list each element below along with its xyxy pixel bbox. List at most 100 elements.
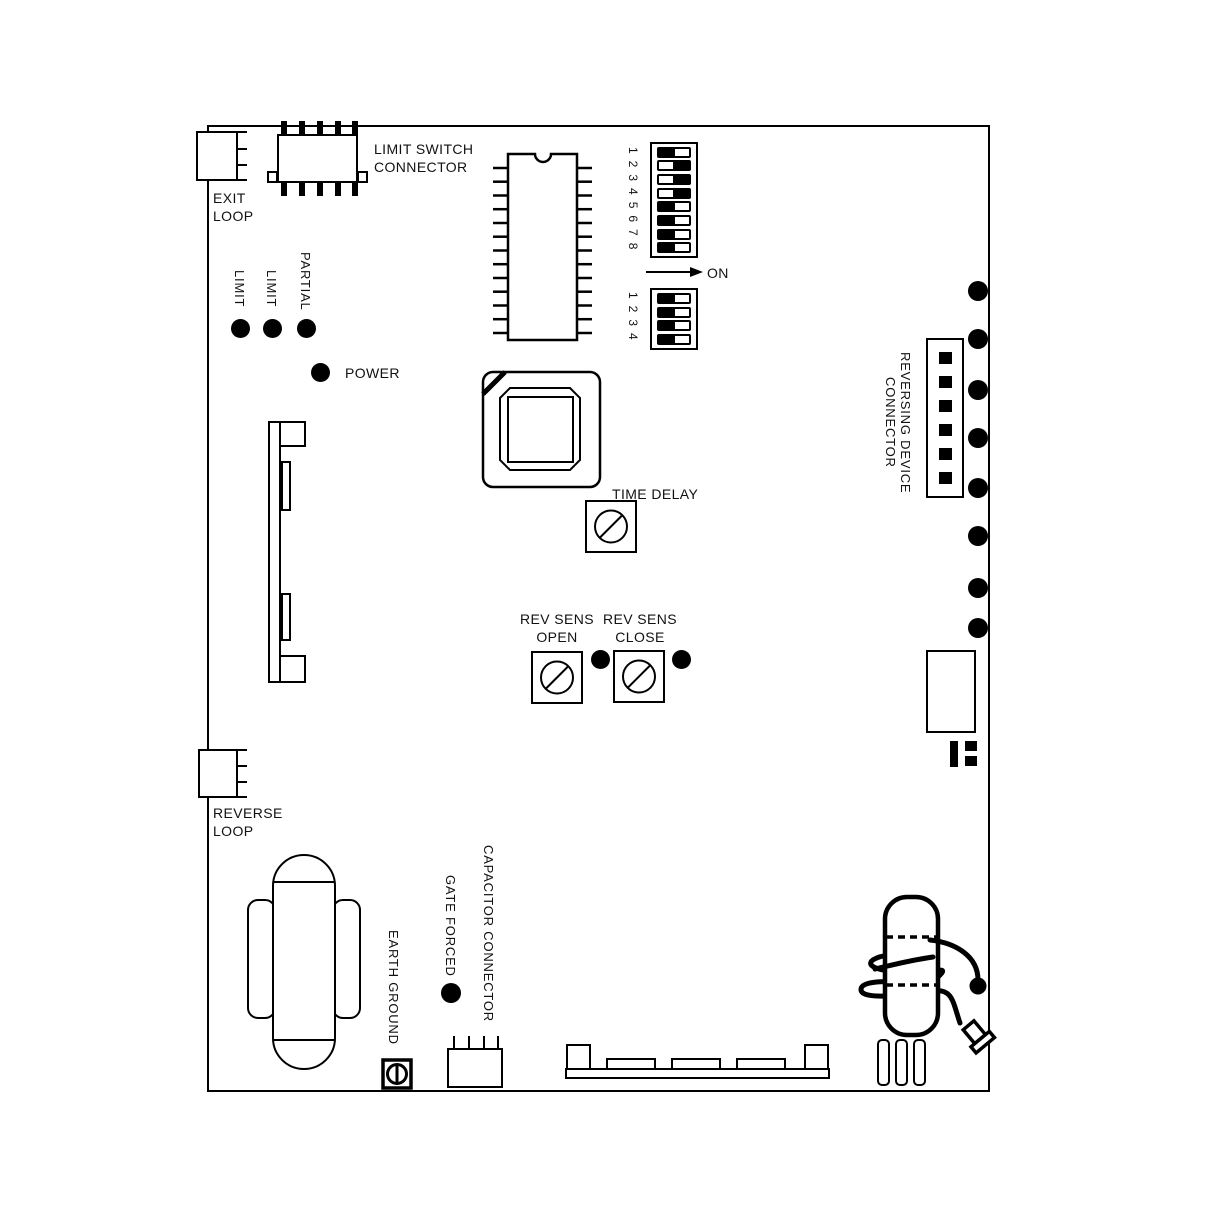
- jumper-pad: [965, 756, 977, 766]
- time-delay-label: TIME DELAY: [612, 486, 699, 502]
- rev-sens-close-led: [672, 650, 691, 669]
- dip-switch-toggle: [657, 320, 691, 332]
- connector-pin: [317, 183, 323, 196]
- reversing-device-connector-label: REVERSING DEVICE CONNECTOR: [883, 351, 913, 494]
- connector-pin: [352, 183, 358, 196]
- ic-chip: [493, 152, 592, 342]
- edge-pad: [968, 526, 988, 546]
- connector-tick: [238, 796, 247, 798]
- connector-pin: [468, 1036, 470, 1049]
- dip-switch-4: [650, 288, 698, 350]
- spade-plug: [960, 1018, 997, 1056]
- reverse-loop-label: REVERSE LOOP: [213, 805, 283, 839]
- gate-forced-led: [441, 983, 461, 1003]
- dip-switch-toggle: [657, 146, 691, 158]
- time-delay-pot: [585, 500, 637, 553]
- reverse-loop-connector: [198, 749, 238, 798]
- partial-led: [297, 319, 316, 338]
- connector-tick: [238, 164, 247, 166]
- connector-tick: [238, 765, 247, 767]
- connector-tick: [238, 179, 247, 181]
- earth-ground-icon: [381, 1058, 413, 1090]
- edge-pad: [968, 281, 988, 301]
- connector-pin: [299, 183, 305, 196]
- dip-switch-8: [650, 142, 698, 258]
- partial-led-label: PARTIAL: [298, 252, 313, 311]
- dip8-numbers: 12345678: [626, 147, 640, 257]
- terminal-strip: [565, 1068, 830, 1079]
- capacitor-with-wires: [858, 894, 997, 1056]
- connector-pin: [453, 1036, 455, 1049]
- fuse-bar: [913, 1039, 926, 1086]
- heatsink: [268, 421, 306, 683]
- connector-contact: [938, 376, 952, 388]
- earth-ground-label: EARTH GROUND: [386, 930, 401, 1045]
- connector-contact: [938, 472, 952, 484]
- transformer: [247, 854, 361, 1070]
- connector-tick: [238, 148, 247, 150]
- limit-led-label: LIMIT: [232, 270, 247, 308]
- limit-led-label: LIMIT: [264, 270, 279, 308]
- connector-tick: [238, 781, 247, 783]
- connector-pin: [335, 183, 341, 196]
- exit-loop-connector: [196, 131, 238, 181]
- edge-pad: [968, 478, 988, 498]
- rev-sens-open-led: [591, 650, 610, 669]
- wire-ball-terminal: [969, 977, 987, 995]
- on-arrow-icon: [646, 267, 703, 277]
- rev-sens-close-label: REV SENS CLOSE: [603, 611, 677, 645]
- connector-contact: [938, 448, 952, 460]
- edge-pad: [968, 329, 988, 349]
- fuse-bar: [895, 1039, 908, 1086]
- power-led-label: POWER: [345, 365, 400, 381]
- connector-contact: [938, 400, 952, 412]
- capacitor-connector-label: CAPACITOR CONNECTOR: [481, 845, 496, 1022]
- connector-tab: [357, 171, 368, 183]
- connector-pin: [483, 1036, 485, 1049]
- limit-led: [263, 319, 282, 338]
- connector-pin: [299, 121, 305, 135]
- connector-pin: [317, 121, 323, 135]
- relay-box: [926, 650, 976, 733]
- dip-switch-toggle: [657, 292, 691, 304]
- edge-pad: [968, 380, 988, 400]
- gate-forced-label: GATE FORCED: [443, 875, 458, 977]
- rev-sens-open-label: REV SENS OPEN: [520, 611, 594, 645]
- dip-switch-toggle: [657, 160, 691, 172]
- edge-pad: [968, 428, 988, 448]
- connector-pin: [335, 121, 341, 135]
- plcc-chip: [481, 370, 602, 489]
- dip4-numbers: 1234: [626, 292, 640, 347]
- capacitor-connector: [447, 1048, 503, 1088]
- edge-pad: [968, 578, 988, 598]
- dip-switch-toggle: [657, 173, 691, 185]
- dip-switch-toggle: [657, 228, 691, 240]
- edge-pad: [968, 618, 988, 638]
- dip-switch-toggle: [657, 242, 691, 254]
- connector-pin: [281, 121, 287, 135]
- terminal-block: [804, 1044, 829, 1071]
- dip-switch-toggle: [657, 201, 691, 213]
- limit-switch-connector: [277, 134, 358, 183]
- connector-pin: [497, 1036, 499, 1049]
- reversing-device-connector: [926, 338, 964, 498]
- connector-contact: [938, 352, 952, 364]
- on-label: ON: [707, 265, 729, 281]
- rev-sens-open-pot: [531, 651, 583, 704]
- exit-loop-label: EXIT LOOP: [213, 190, 254, 224]
- connector-tick: [238, 749, 247, 751]
- limit-switch-connector-label: LIMIT SWITCH CONNECTOR: [374, 141, 474, 175]
- terminal-block: [566, 1044, 591, 1071]
- fuse-bar: [877, 1039, 890, 1086]
- power-led: [311, 363, 330, 382]
- jumper-pad: [965, 741, 977, 751]
- limit-led: [231, 319, 250, 338]
- dip-switch-toggle: [657, 214, 691, 226]
- dip-switch-toggle: [657, 334, 691, 346]
- rev-sens-close-pot: [613, 650, 665, 703]
- jumper-bar: [950, 741, 958, 767]
- connector-contact: [938, 424, 952, 436]
- connector-tick: [238, 131, 247, 133]
- dip-switch-toggle: [657, 306, 691, 318]
